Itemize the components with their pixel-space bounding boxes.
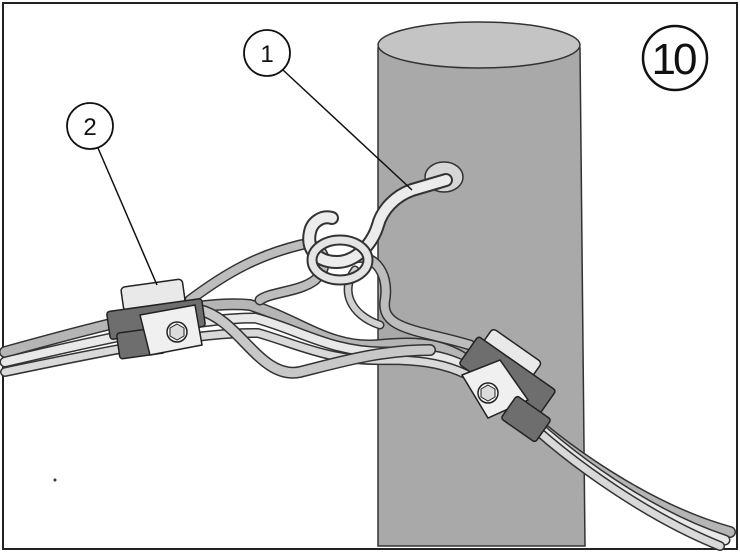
callout-2-label: 2 bbox=[83, 114, 96, 141]
step-number: 10 bbox=[652, 35, 696, 84]
step-number-badge: 10 bbox=[641, 24, 709, 92]
callout-1: 1 bbox=[243, 29, 413, 191]
clamp-right bbox=[459, 328, 556, 443]
pole bbox=[377, 21, 586, 547]
callout-1-bubble bbox=[243, 29, 291, 77]
callout-1-leader bbox=[282, 69, 413, 191]
callout-1-label: 1 bbox=[260, 41, 273, 68]
pole-top bbox=[377, 21, 581, 69]
speck bbox=[53, 478, 57, 482]
callout-2-leader bbox=[97, 147, 158, 286]
clamp-left bbox=[106, 278, 206, 360]
callout-2: 2 bbox=[66, 102, 158, 286]
callout-2-bubble bbox=[66, 102, 114, 150]
hook bbox=[302, 173, 453, 286]
